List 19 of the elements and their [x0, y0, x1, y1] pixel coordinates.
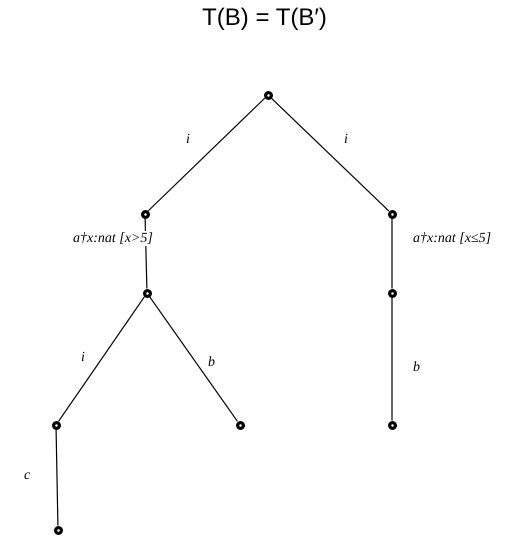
tree-node-dot	[142, 288, 152, 298]
edge-line	[391, 298, 393, 420]
tree-node-dot	[388, 288, 396, 298]
edge-label: a†x:nat [x≤5]	[412, 231, 492, 246]
tree-node-dot	[236, 420, 244, 430]
tree-node-dot	[140, 210, 150, 218]
edge-line	[149, 296, 238, 422]
tree-node-dot	[52, 420, 60, 430]
edge-line	[270, 98, 390, 212]
tree-node-dot	[264, 90, 272, 100]
tree-node-dot	[54, 526, 62, 534]
edge-line	[148, 98, 266, 212]
tree-node-dot	[388, 420, 396, 430]
edge-line	[55, 429, 59, 526]
title: T(B) = T(B′)	[201, 4, 328, 32]
tree-node-dot	[388, 210, 396, 218]
edge-line	[391, 218, 393, 288]
edge-line	[58, 296, 145, 422]
edge-label: a†x:nat [x>5]	[72, 231, 154, 246]
